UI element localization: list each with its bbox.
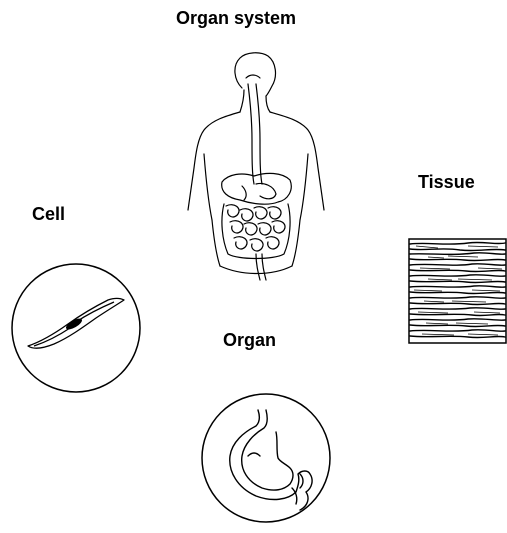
- human-torso-digestive-system-icon: [182, 50, 332, 290]
- organ-label: Organ: [223, 331, 276, 349]
- stomach-icon: [200, 392, 332, 524]
- cell-label: Cell: [32, 205, 65, 223]
- muscle-cell-icon: [10, 262, 142, 394]
- muscle-tissue-texture-icon: [408, 238, 507, 344]
- organ-system-label: Organ system: [176, 9, 296, 27]
- tissue-label: Tissue: [418, 173, 475, 191]
